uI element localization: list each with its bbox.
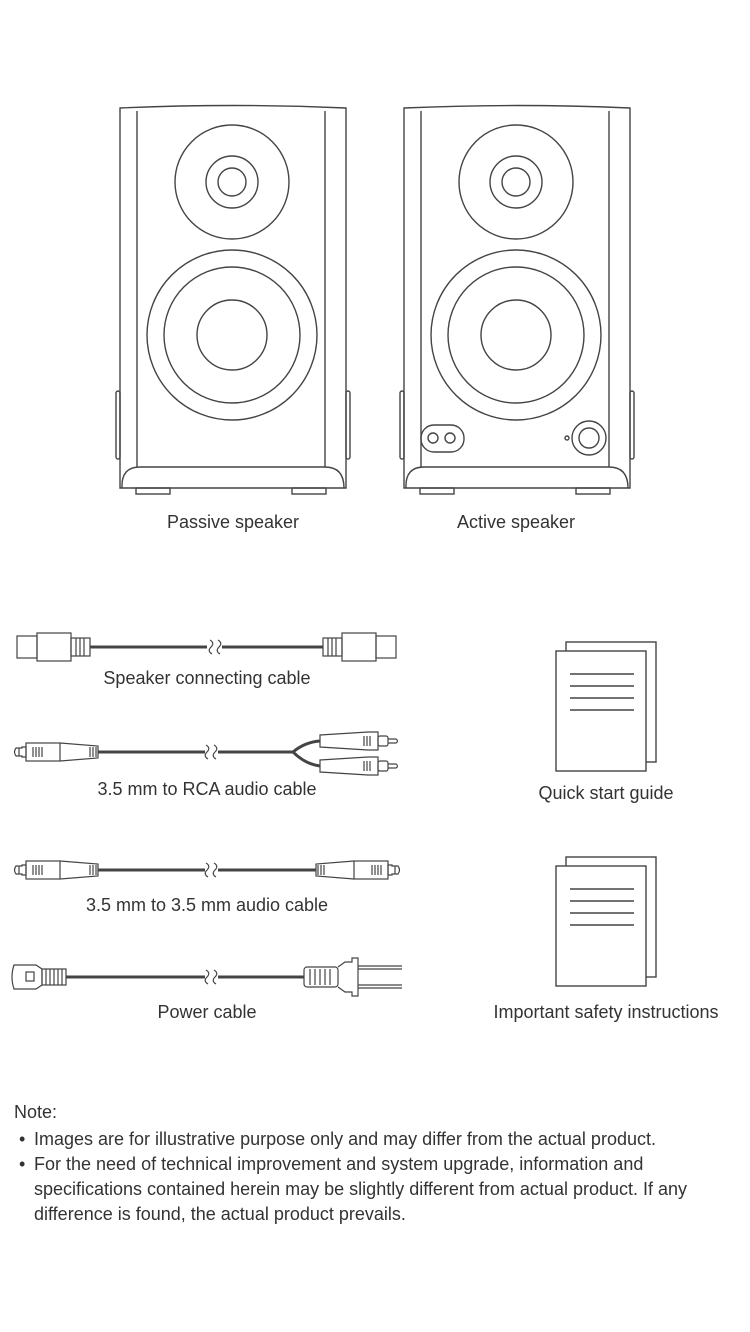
aux-cable-illustration <box>13 860 401 880</box>
speaker-cable-illustration <box>16 632 397 662</box>
rca-cable-illustration <box>13 731 399 776</box>
note-title: Note: <box>14 1102 58 1122</box>
aux-cable-label: 3.5 mm to 3.5 mm audio cable <box>85 895 329 915</box>
note-section: Note: Images are for illustrative purpos… <box>14 1100 744 1227</box>
power-cable-label: Power cable <box>157 1002 257 1022</box>
note-item: Images are for illustrative purpose only… <box>14 1127 744 1152</box>
quick-start-guide-label: Quick start guide <box>538 783 674 803</box>
power-cable-illustration <box>11 957 402 997</box>
active-speaker-illustration <box>399 104 635 495</box>
note-list: Images are for illustrative purpose only… <box>14 1127 744 1227</box>
safety-instructions-label: Important safety instructions <box>493 1002 719 1022</box>
note-item: For the need of technical improvement an… <box>14 1152 744 1227</box>
passive-speaker-label: Passive speaker <box>166 512 300 532</box>
speaker-cable-label: Speaker connecting cable <box>103 668 311 688</box>
safety-instructions-illustration <box>555 856 657 987</box>
active-speaker-label: Active speaker <box>456 512 576 532</box>
quick-start-guide-illustration <box>555 641 657 772</box>
rca-cable-label: 3.5 mm to RCA audio cable <box>97 779 317 799</box>
passive-speaker-illustration <box>115 104 351 495</box>
